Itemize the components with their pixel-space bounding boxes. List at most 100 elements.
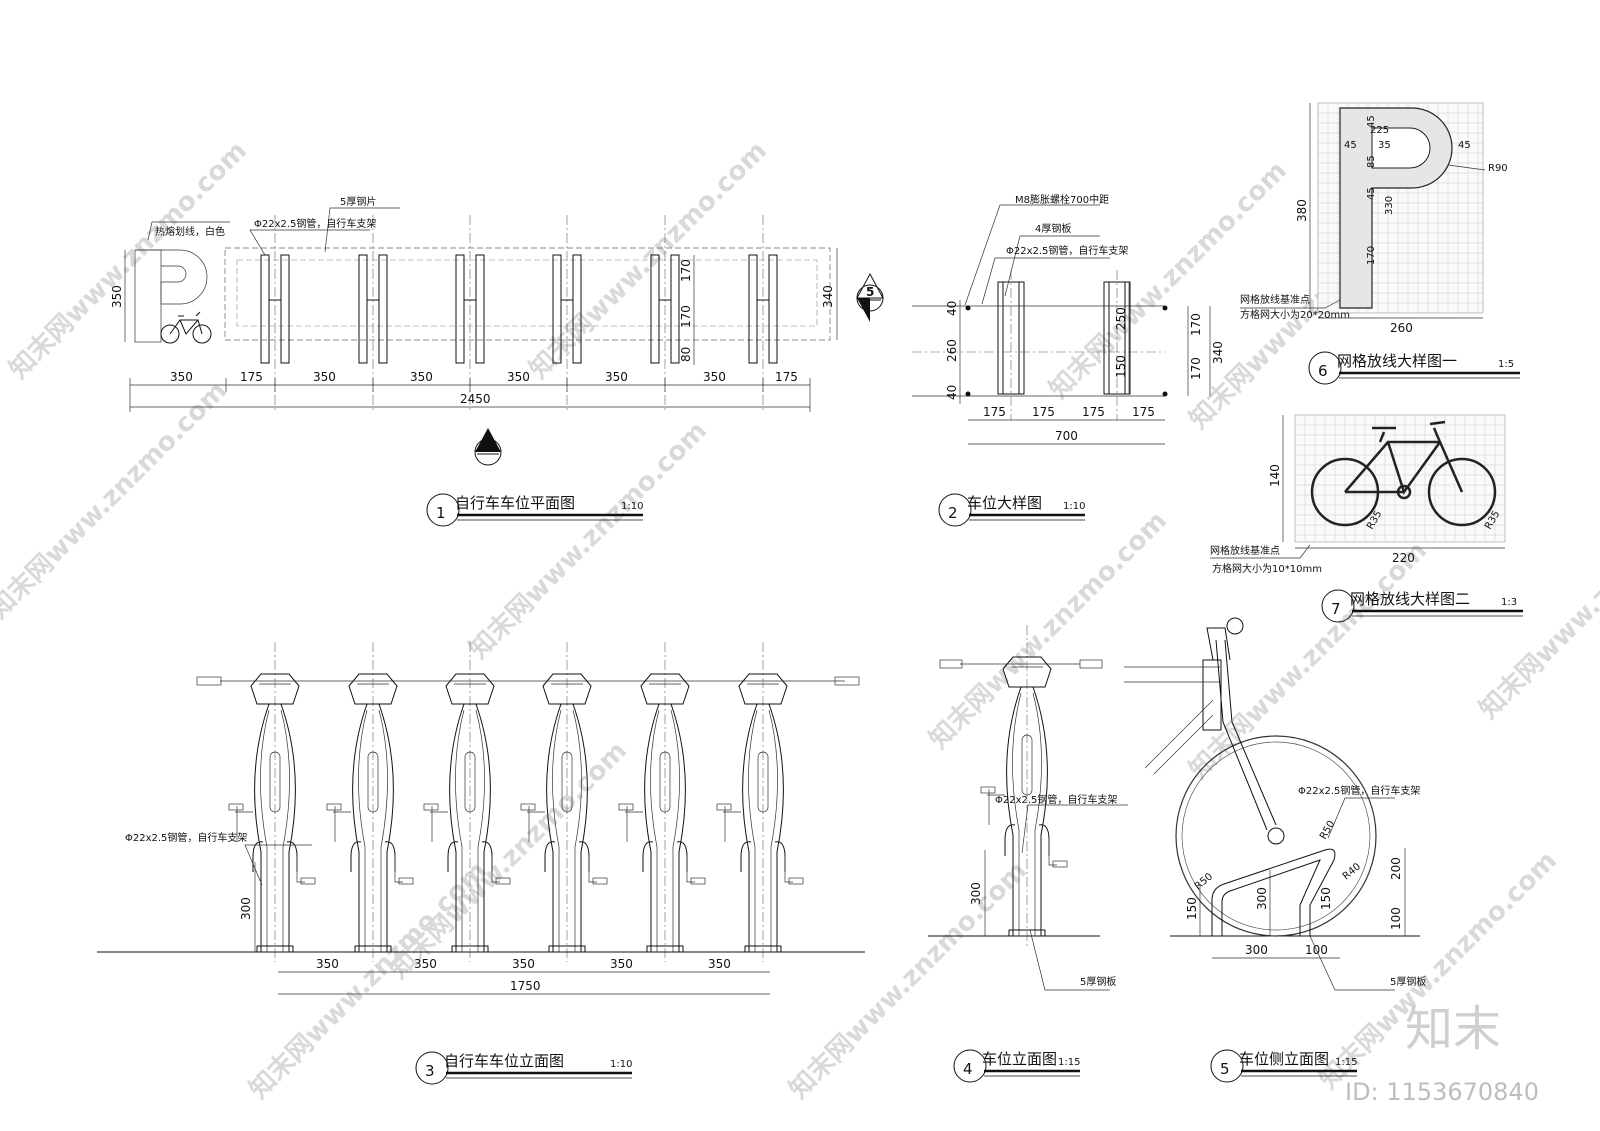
view-number: 2 bbox=[948, 504, 958, 522]
plan-right-height: 340 bbox=[821, 285, 835, 308]
plan-note-pipe: Φ22x2.5钢管，自行车支架 bbox=[254, 217, 376, 230]
grid1-dim: 45 bbox=[1458, 140, 1471, 151]
side-note: Φ22x2.5钢管，自行车支架 bbox=[1298, 784, 1420, 797]
side-dim-v: 100 bbox=[1389, 907, 1403, 930]
elevation-rack-unit bbox=[326, 642, 414, 962]
leader-line bbox=[964, 204, 1100, 306]
view-scale: 1:10 bbox=[621, 501, 643, 512]
view-title-block: 1 自行车车位平面图 1:10 bbox=[426, 493, 643, 527]
side-dim-v: 150 bbox=[1185, 897, 1199, 920]
view-number: 5 bbox=[1220, 1060, 1230, 1078]
view-scale: 1:3 bbox=[1501, 597, 1517, 608]
leader-line bbox=[244, 844, 312, 886]
view-scale: 1:15 bbox=[1058, 1057, 1080, 1068]
plan-dim: 350 bbox=[605, 370, 628, 384]
detail-bottom-dim: 175 bbox=[1082, 405, 1105, 419]
grid1-radius: R90 bbox=[1488, 163, 1508, 174]
view-title: 网格放线大样图一 bbox=[1337, 352, 1457, 370]
leader-line bbox=[1327, 797, 1395, 839]
view-title: 自行车车位平面图 bbox=[455, 494, 575, 512]
side-dim-h: 300 bbox=[1245, 943, 1268, 957]
plan-dim: 350 bbox=[313, 370, 336, 384]
plan-rack bbox=[455, 215, 485, 410]
plan-dim: 350 bbox=[410, 370, 433, 384]
detail-left-dim: 260 bbox=[945, 339, 959, 362]
side-dim-v: 300 bbox=[1255, 887, 1269, 910]
section-marker-label: 5 bbox=[866, 285, 874, 299]
side-radius: R50 bbox=[1193, 871, 1215, 892]
view-number: 6 bbox=[1318, 362, 1328, 380]
plan-inner-boundary bbox=[236, 259, 818, 327]
plan-dim: 350 bbox=[703, 370, 726, 384]
grid2-width: 220 bbox=[1392, 551, 1415, 565]
plan-rack bbox=[260, 215, 290, 410]
detail-note-pipe: Φ22x2.5钢管，自行车支架 bbox=[1006, 244, 1128, 257]
view-marker-label: 2 bbox=[484, 439, 492, 453]
rack-bike bbox=[980, 625, 1068, 946]
grid1-dim: 45 bbox=[1366, 115, 1377, 128]
grid1-dim: 170 bbox=[1366, 246, 1377, 265]
wheel bbox=[1175, 735, 1377, 937]
view-number: 4 bbox=[963, 1060, 973, 1078]
elev-height: 300 bbox=[239, 897, 253, 920]
p-sign-bowl bbox=[135, 249, 208, 305]
elevation-rack-unit bbox=[228, 642, 316, 962]
detail-left-dim: 40 bbox=[945, 301, 959, 316]
side-dim-v: 150 bbox=[1319, 887, 1333, 910]
grid1-note-base: 网格放线基准点 bbox=[1240, 293, 1310, 306]
detail-note-plate: 4厚钢板 bbox=[1035, 222, 1071, 235]
leader-line bbox=[1309, 935, 1395, 991]
leader-line bbox=[1029, 929, 1110, 991]
elevation-rack-unit bbox=[716, 642, 804, 962]
elevation-rack-unit bbox=[520, 642, 608, 962]
view-number: 7 bbox=[1331, 600, 1341, 618]
leader-line bbox=[1004, 235, 1100, 297]
grid1-view: 225 45 35 45 45 85 45 330 170 R90 380 26… bbox=[1240, 102, 1508, 335]
grid2-note-size: 方格网大小为10*10mm bbox=[1212, 562, 1322, 575]
grid-bicycle bbox=[1310, 420, 1497, 527]
grid2-height: 140 bbox=[1268, 464, 1282, 487]
brand-mark: 知末 bbox=[1405, 1001, 1501, 1057]
elev-total: 1750 bbox=[510, 979, 541, 993]
plan-dim: 175 bbox=[775, 370, 798, 384]
grid1-dim: 45 bbox=[1366, 187, 1377, 200]
plan-note-plate: 5厚钢片 bbox=[340, 195, 376, 208]
elev-dim: 350 bbox=[708, 957, 731, 971]
elev-note: Φ22x2.5钢管，自行车支架 bbox=[125, 831, 247, 844]
plan-inner-dim: 170 bbox=[679, 305, 693, 328]
view-title: 车位侧立面图 bbox=[1239, 1050, 1329, 1068]
section-marker: 5 bbox=[856, 272, 884, 322]
detail-note-bolt: M8膨胀螺栓700中距 bbox=[1015, 193, 1109, 206]
image-id: ID: 1153670840 bbox=[1345, 1078, 1539, 1106]
view-number: 1 bbox=[436, 504, 446, 522]
plan-rack bbox=[358, 215, 388, 410]
bicycle-icon bbox=[160, 311, 212, 344]
grid1-dim: 35 bbox=[1378, 140, 1391, 151]
grid1-dim: 330 bbox=[1384, 196, 1395, 215]
view-scale: 1:5 bbox=[1498, 359, 1514, 370]
grid1-width: 260 bbox=[1390, 321, 1413, 335]
grid2-view: R35 R35 140 220 网格放线基准点 方格网大小为10*10mm bbox=[1210, 414, 1506, 575]
detail-right-total: 340 bbox=[1211, 341, 1225, 364]
rack-elev-note: Φ22x2.5钢管，自行车支架 bbox=[995, 793, 1117, 806]
view-title: 网格放线大样图二 bbox=[1350, 590, 1470, 608]
elevation-rack-unit bbox=[618, 642, 706, 962]
elev-dim: 350 bbox=[316, 957, 339, 971]
plan-left-height: 350 bbox=[110, 285, 124, 308]
view-title: 车位大样图 bbox=[967, 494, 1042, 512]
view-title-block: 6 网格放线大样图一 1:5 bbox=[1308, 351, 1520, 385]
plan-dim: 350 bbox=[507, 370, 530, 384]
plan-rack bbox=[552, 215, 582, 410]
leader-line bbox=[324, 207, 400, 253]
grid1-dim: 45 bbox=[1344, 140, 1357, 151]
elevation-rack-unit bbox=[980, 625, 1068, 946]
plan-note-marking: 热熔划线，白色 bbox=[155, 225, 225, 238]
handlebar bbox=[196, 676, 860, 686]
elevation-bikes bbox=[228, 642, 804, 962]
rack-elev-height: 300 bbox=[969, 882, 983, 905]
detail-total: 700 bbox=[1055, 429, 1078, 443]
